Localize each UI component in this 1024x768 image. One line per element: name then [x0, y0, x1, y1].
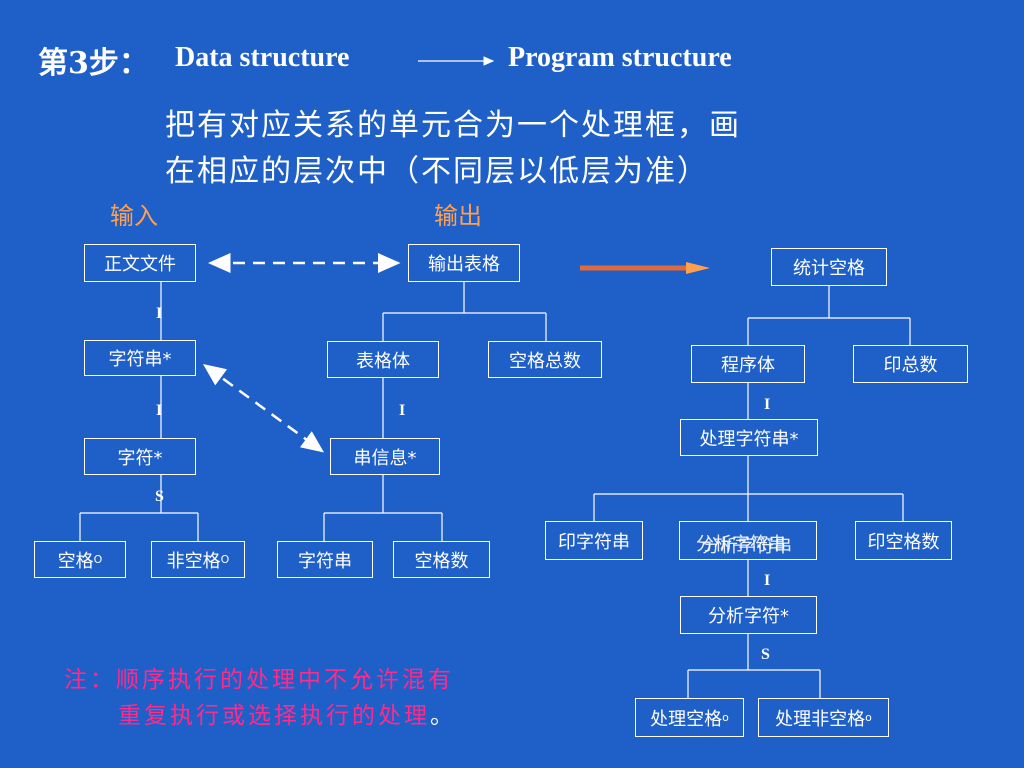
output-table-body-box: 表格体 — [327, 341, 439, 378]
output-root-box: 输出表格 — [408, 244, 520, 282]
transform-arrow — [580, 262, 710, 274]
note-line-2: 重复执行或选择执行的处理。 — [118, 696, 453, 730]
output-space-count-box: 空格数 — [393, 541, 490, 578]
subtitle-line-1: 把有对应关系的单元合为一个处理框，画 — [165, 108, 741, 143]
input-connector-1: I — [156, 305, 163, 322]
print-total-box: 印总数 — [853, 345, 968, 383]
output-label: 输出 — [434, 202, 482, 230]
output-string-box: 字符串 — [277, 541, 373, 578]
process-nonspace-sup: o — [865, 711, 872, 724]
input-nonspace-label: 非空格 — [166, 550, 221, 572]
analyze-char-box: 分析字符* — [680, 596, 817, 634]
note-line-2-end: 。 — [430, 703, 453, 729]
program-root-box: 统计空格 — [771, 248, 887, 286]
input-label: 输入 — [110, 202, 158, 230]
program-structure-label: Program structure — [508, 42, 732, 73]
subtitle-line-2: 在相应的层次中（不同层以低层为准） — [165, 154, 709, 189]
analyze-string-label-a: 分析字符串 — [696, 534, 786, 555]
input-connector-2: I — [156, 402, 163, 419]
print-space-count-box: 印空格数 — [855, 521, 952, 560]
input-space-sup: O — [93, 553, 103, 566]
input-string-box: 字符串* — [84, 340, 196, 376]
output-connector-1: I — [399, 402, 406, 419]
print-string-box: 印字符串 — [545, 521, 643, 560]
process-space-label: 处理空格 — [650, 708, 723, 730]
input-space-label: 空格 — [57, 550, 94, 572]
step-title: 第3步： — [38, 46, 149, 81]
process-space-sup: o — [722, 711, 729, 724]
program-body-box: 程序体 — [691, 345, 805, 383]
analyze-string-label-b: 分析字符串 — [702, 536, 792, 557]
input-char-box: 字符* — [84, 438, 196, 475]
program-connector-1: I — [764, 396, 771, 413]
input-nonspace-sup: O — [220, 553, 230, 566]
output-total-spaces-box: 空格总数 — [488, 341, 602, 378]
output-string-info-box: 串信息* — [330, 438, 440, 475]
input-root-box: 正文文件 — [84, 244, 196, 282]
input-connector-3: S — [155, 488, 164, 505]
note-line-1: 注：顺序执行的处理中不允许混有 — [64, 667, 454, 693]
analyze-string-box: 分析字符串 分析字符串 — [679, 521, 817, 560]
process-nonspace-label: 处理非空格 — [775, 708, 866, 730]
note-line-2-text: 重复执行或选择执行的处理 — [118, 703, 430, 729]
program-connector-3: S — [761, 646, 770, 663]
program-connector-2: I — [764, 572, 771, 589]
process-string-box: 处理字符串* — [680, 419, 818, 456]
data-structure-label: Data structure — [175, 42, 350, 73]
dashed-arrow-string-info — [202, 364, 325, 453]
